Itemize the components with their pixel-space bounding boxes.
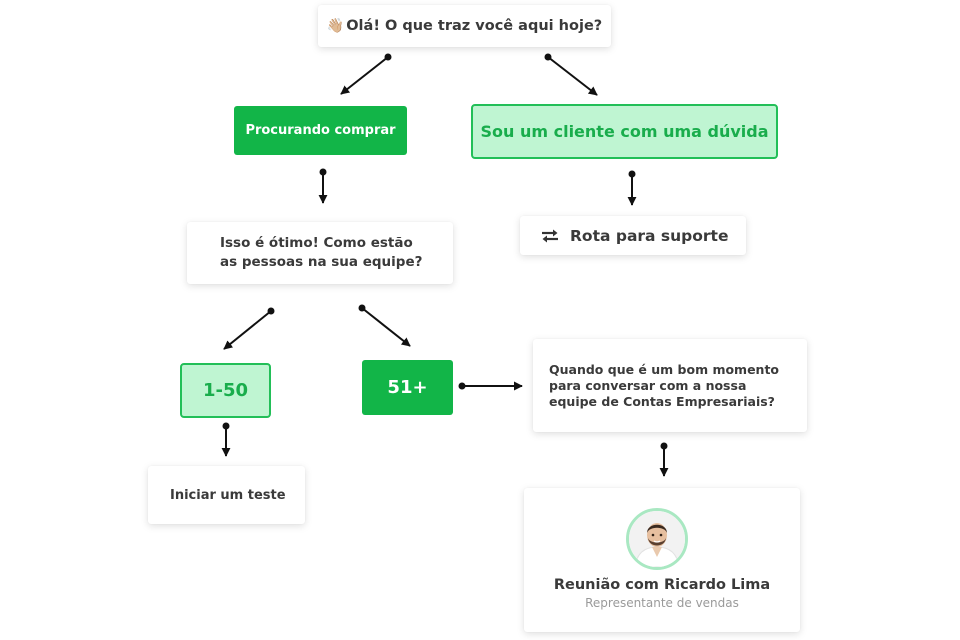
greeting-node: 👋🏼 Olá! O que traz você aqui hoje? [318, 5, 611, 47]
option-team-51-plus-label: 51+ [387, 377, 428, 398]
option-customer-label: Sou um cliente com uma dúvida [480, 122, 769, 141]
meeting-question-line-2: para conversar com a nossa [549, 377, 747, 393]
option-buying-label: Procurando comprar [245, 123, 396, 138]
option-customer-question[interactable]: Sou um cliente com uma dúvida [471, 104, 778, 159]
arrow-buying-to-team-question [318, 168, 328, 204]
arrow-meeting-question-to-meeting [659, 442, 669, 477]
meeting-person-role: Representante de vendas [585, 596, 739, 610]
start-trial-text: Iniciar um teste [170, 487, 286, 503]
avatar [626, 508, 688, 570]
waving-hand-icon: 👋🏼 [326, 18, 345, 34]
option-buying[interactable]: Procurando comprar [234, 106, 407, 155]
arrow-greeting-to-buying [340, 53, 392, 95]
team-size-question: Isso é ótimo! Como estão as pessoas na s… [187, 222, 453, 284]
option-team-51-plus[interactable]: 51+ [362, 360, 453, 415]
meeting-question-line-1: Quando que é um bom momento [549, 361, 780, 377]
arrow-greeting-to-customer [544, 53, 598, 96]
meeting-time-question: Quando que é um bom momento para convers… [533, 339, 807, 432]
arrow-team-to-small [223, 307, 275, 350]
support-route-text: Rota para suporte [570, 226, 729, 245]
start-trial-node[interactable]: Iniciar um teste [148, 466, 305, 524]
support-route-node: Rota para suporte [520, 216, 746, 255]
team-question-line-2: as pessoas na sua equipe? [220, 254, 423, 270]
swap-arrows-icon [540, 228, 560, 244]
arrow-small-to-trial [221, 422, 231, 457]
greeting-text: Olá! O que traz você aqui hoje? [346, 18, 603, 34]
option-team-1-50[interactable]: 1-50 [180, 363, 271, 418]
team-question-line-1: Isso é ótimo! Como estão [220, 235, 413, 251]
arrow-team-to-large [358, 304, 411, 347]
arrow-large-to-meeting-question [458, 381, 523, 391]
meeting-question-line-3: equipe de Contas Empresariais? [549, 393, 775, 409]
meeting-person-name: Reunião com Ricardo Lima [553, 577, 771, 593]
option-team-1-50-label: 1-50 [202, 380, 249, 401]
arrow-customer-to-support [627, 170, 637, 206]
